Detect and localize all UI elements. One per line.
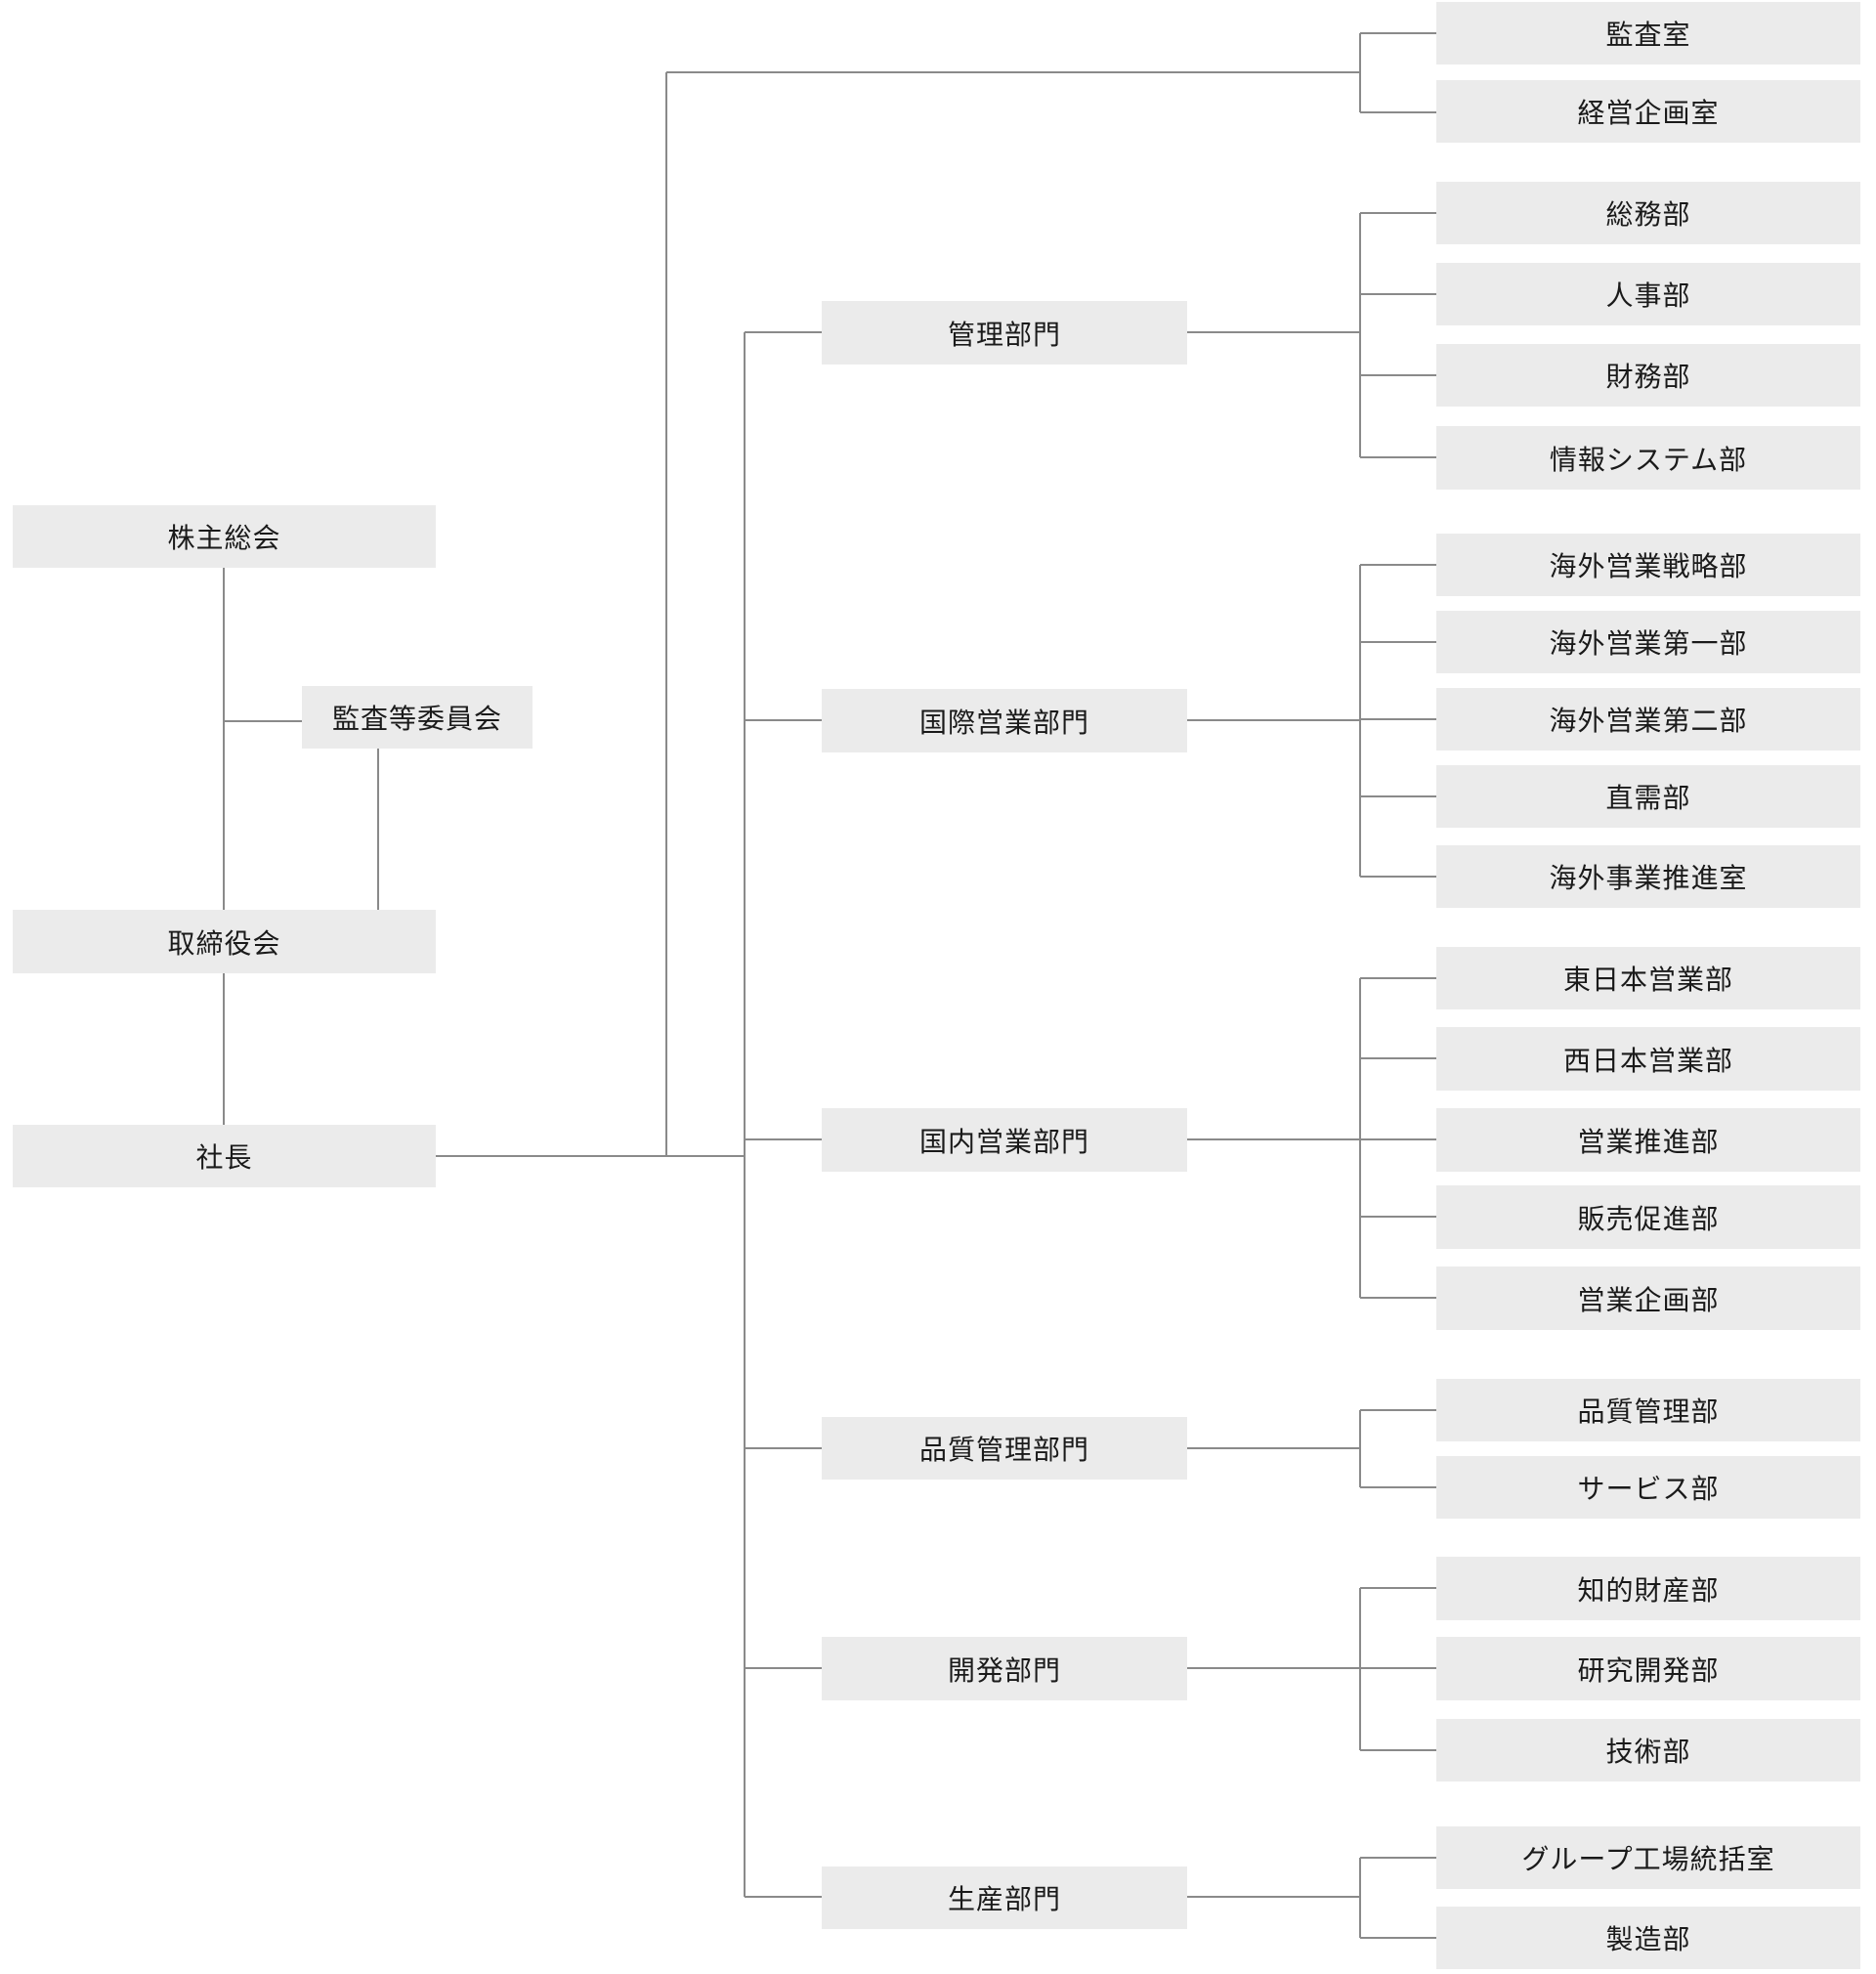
- department-box: 東日本営業部: [1436, 947, 1860, 1009]
- department-box: 販売促進部: [1436, 1185, 1860, 1249]
- department-box: 営業企画部: [1436, 1266, 1860, 1330]
- department-box: 海外営業第二部: [1436, 688, 1860, 751]
- audit-committee-box: 監査等委員会: [302, 686, 533, 749]
- department-box: 海外事業推進室: [1436, 845, 1860, 908]
- department-box: 製造部: [1436, 1907, 1860, 1969]
- shareholders-meeting-box: 株主総会: [13, 505, 436, 568]
- division-box-admin: 管理部門: [822, 301, 1187, 365]
- corporate-planning-office-box: 経営企画室: [1436, 80, 1860, 143]
- department-box: グループ工場統括室: [1436, 1826, 1860, 1889]
- department-box: 海外営業第一部: [1436, 611, 1860, 673]
- department-box: 技術部: [1436, 1719, 1860, 1781]
- division-box-production: 生産部門: [822, 1867, 1187, 1929]
- department-box: 営業推進部: [1436, 1108, 1860, 1172]
- department-box: 西日本営業部: [1436, 1027, 1860, 1091]
- department-box: 品質管理部: [1436, 1379, 1860, 1441]
- department-box: 財務部: [1436, 344, 1860, 407]
- division-box-intl-sales: 国際営業部門: [822, 689, 1187, 752]
- board-of-directors-box: 取締役会: [13, 910, 436, 973]
- department-box: 情報システム部: [1436, 426, 1860, 490]
- department-box: 海外営業戦略部: [1436, 534, 1860, 596]
- department-box: 知的財産部: [1436, 1557, 1860, 1620]
- department-box: 直需部: [1436, 765, 1860, 828]
- audit-office-box: 監査室: [1436, 2, 1860, 64]
- division-box-domestic-sales: 国内営業部門: [822, 1108, 1187, 1172]
- department-box: 総務部: [1436, 182, 1860, 244]
- division-box-quality: 品質管理部門: [822, 1417, 1187, 1480]
- department-box: サービス部: [1436, 1456, 1860, 1519]
- department-box: 研究開発部: [1436, 1637, 1860, 1700]
- division-box-development: 開発部門: [822, 1637, 1187, 1700]
- president-box: 社長: [13, 1125, 436, 1187]
- department-box: 人事部: [1436, 263, 1860, 325]
